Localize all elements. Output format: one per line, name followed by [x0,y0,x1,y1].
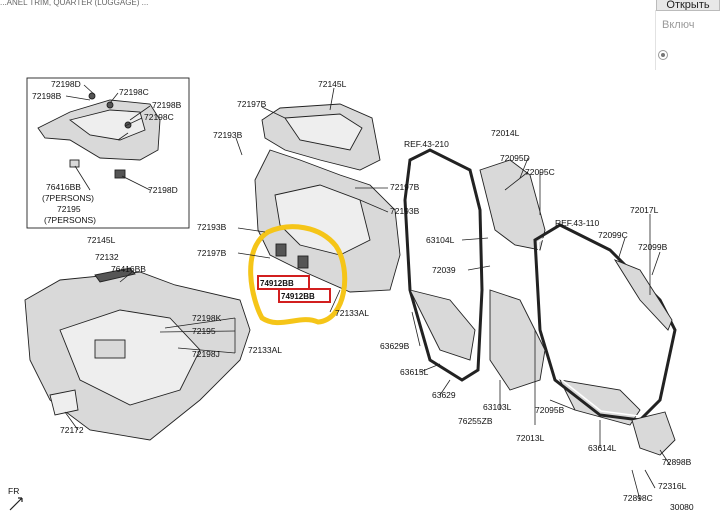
label-72099c: 72099C [598,230,628,240]
label-72172: 72172 [60,425,84,435]
label-72133al-b: 72133AL [248,345,282,355]
radio-button[interactable] [658,50,668,60]
label-72145l: 72145L [318,79,347,89]
label-72898b: 72898B [662,457,692,467]
label-63103l: 63103L [483,402,512,412]
lower-handle [94,267,136,283]
toggle-label[interactable]: Включ [662,19,695,31]
label-72316l: 72316L [658,481,687,491]
label-7persons-b: (7PERSONS) [44,215,96,225]
label-72095b: 72095B [535,405,565,415]
label-63104l: 63104L [426,235,455,245]
weatherstrip-43-210 [403,148,484,382]
callout-box-b [278,288,331,303]
clip-74912bb-a [275,243,287,257]
label-72198c: 72198C [119,87,149,97]
weatherstrip-inner [408,153,479,375]
label-72193b-c: 72193B [197,222,227,232]
label-72132: 72132 [95,252,119,262]
label-ref-43-210: REF.43-210 [404,139,449,149]
label-fr: FR [8,486,19,496]
clip-74912bb-b [297,255,309,269]
label-63614l: 63614L [588,443,617,453]
label-72095d: 72095D [500,153,530,163]
label-72193b-a: 72193B [213,130,243,140]
label-72039: 72039 [432,265,456,275]
label-72193b-b: 72193B [390,206,420,216]
scuff-plate-63615l [409,289,476,361]
part-labels: 72198D 72198B 72198C 72198B 72198C 72198… [8,79,694,512]
label-72197b-c: 72197B [197,248,227,258]
label-72195-box: 72195 [57,204,81,214]
lower-pocket [94,339,126,359]
label-72198c-r: 72198C [144,112,174,122]
inset-trim-recess [68,109,146,141]
label-72197b-b: 72197B [390,182,420,192]
label-63629b: 63629B [380,341,410,351]
label-72099b: 72099B [638,242,668,252]
label-72013l: 72013L [516,433,545,443]
inset-clip-2 [69,159,80,168]
label-72198k: 72198K [192,313,222,323]
label-72198d-r: 72198D [148,185,178,195]
label-72133al-a: 72133AL [335,308,369,318]
label-76255zb: 76255ZB [458,416,493,426]
label-72198d: 72198D [51,79,81,89]
lower-quarter-trim-face [59,309,201,406]
pillar-trim-72017l [613,259,673,331]
label-72014l: 72014L [491,128,520,138]
weatherstrip-43-110 [533,223,677,422]
label-72145l-box: 72145L [87,235,116,245]
label-72197b-a: 72197B [237,99,267,109]
inset-screw-3 [106,101,114,109]
weatherstrip-2-inner [537,228,672,417]
label-74912bb-b: 74912BB [281,292,315,301]
label-72017l: 72017L [630,205,659,215]
label-72198b: 72198B [32,91,62,101]
label-63629: 63629 [432,390,456,400]
side-panel [655,10,720,70]
label-72195: 72195 [192,326,216,336]
header-strip-text: ...ANEL TRIM, QUARTER (LUGGAGE) ... [0,0,149,7]
pillar-trim-72013l [489,289,546,391]
label-72198b-r: 72198B [152,100,182,110]
label-30080: 30080 [670,502,694,512]
label-74912bb-a: 74912BB [260,279,294,288]
label-72198j: 72198J [192,349,220,359]
inset-screw [88,92,96,100]
trim-cover-72172 [49,389,79,416]
label-7persons: (7PERSONS) [42,193,94,203]
front-arrow-icon [9,497,23,511]
upper-quarter-trim-face [284,113,363,151]
inset-clip [114,169,126,179]
highlight-circle [248,224,348,326]
label-76416bb: 76416BB [111,264,146,274]
label-76416bb-box: 76416BB [46,182,81,192]
label-72095c: 72095C [525,167,555,177]
label-72898c: 72898C [623,493,653,503]
label-63615l: 63615L [400,367,429,377]
leader-lines [64,84,671,501]
bracket-72316l [631,411,676,456]
inset-frame [26,77,190,229]
label-ref-43-110: REF.43-110 [555,218,600,228]
